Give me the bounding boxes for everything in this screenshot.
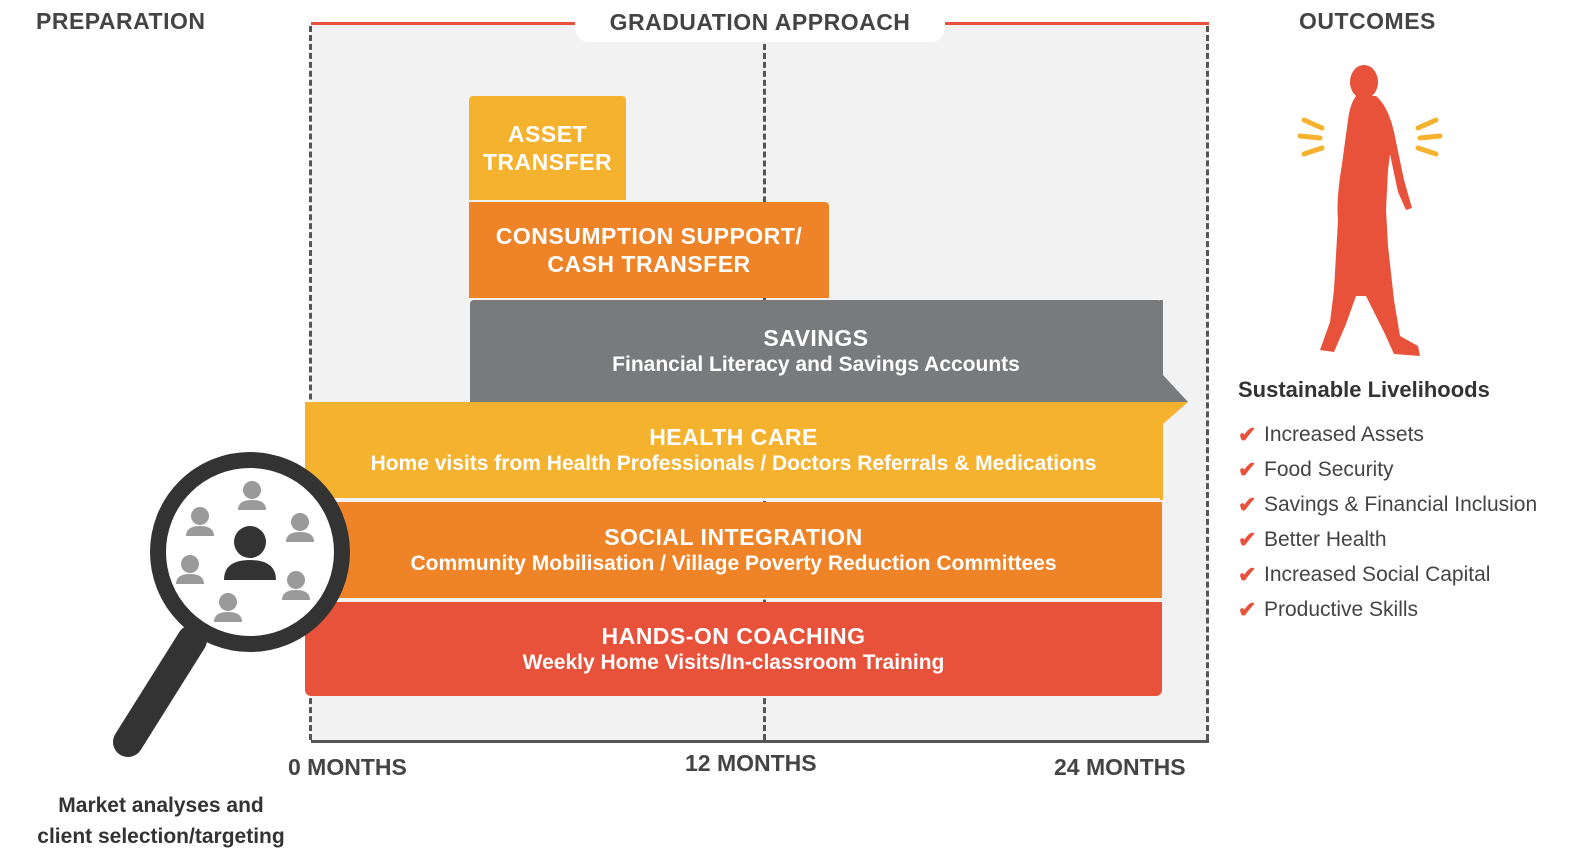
outcomes-list: ✔ Increased Assets ✔ Food Security ✔ Saving… xyxy=(1238,417,1574,627)
outcome-label: Increased Social Capital xyxy=(1264,562,1491,586)
social-integration-subtitle: Community Mobilisation / Village Poverty… xyxy=(410,552,1057,575)
health-care-title: HEALTH CARE xyxy=(649,424,818,450)
preparation-header: PREPARATION xyxy=(36,8,206,34)
checkmark-icon: ✔ xyxy=(1238,596,1257,622)
month-label-end: 24 MONTHS xyxy=(1054,754,1186,780)
header-rule-right xyxy=(944,22,1209,25)
social-integration-block: SOCIAL INTEGRATION Community Mobilisatio… xyxy=(305,502,1162,598)
month-label-start: 0 MONTHS xyxy=(288,754,407,780)
coaching-subtitle: Weekly Home Visits/In-classroom Training xyxy=(522,651,945,674)
magnifier-icon xyxy=(113,452,350,757)
consumption-support-block: CONSUMPTION SUPPORT/ CASH TRANSFER xyxy=(469,202,829,298)
outcome-item: ✔ Savings & Financial Inclusion xyxy=(1238,487,1574,522)
outcome-item: ✔ Food Security xyxy=(1238,452,1574,487)
coaching-title: HANDS-ON COACHING xyxy=(601,623,866,649)
outcome-label: Savings & Financial Inclusion xyxy=(1264,492,1538,516)
checkmark-icon: ✔ xyxy=(1238,526,1257,552)
health-care-subtitle: Home visits from Health Professionals / … xyxy=(370,452,1097,475)
graduation-header: GRADUATION APPROACH xyxy=(575,2,945,42)
savings-subtitle: Financial Literacy and Savings Accounts xyxy=(612,353,1020,376)
asset-transfer-title-line2: TRANSFER xyxy=(482,149,613,175)
header-rule-left xyxy=(311,22,579,25)
timeline-axis xyxy=(311,740,1209,743)
outcome-label: Food Security xyxy=(1264,457,1394,481)
consumption-title-line1: CONSUMPTION SUPPORT/ xyxy=(495,223,803,249)
outcome-item: ✔ Productive Skills xyxy=(1238,592,1574,627)
outcomes-header: OUTCOMES xyxy=(1299,8,1436,34)
outcomes-title: Sustainable Livelihoods xyxy=(1238,377,1490,402)
checkmark-icon: ✔ xyxy=(1238,456,1257,482)
savings-block: SAVINGS Financial Literacy and Savings A… xyxy=(470,300,1162,402)
checkmark-icon: ✔ xyxy=(1238,421,1257,447)
walking-woman-icon xyxy=(1297,65,1443,356)
preparation-caption-line1: Market analyses and xyxy=(58,794,264,817)
asset-transfer-title-line1: ASSET xyxy=(507,121,588,147)
hands-on-coaching-block: HANDS-ON COACHING Weekly Home Visits/In-… xyxy=(305,602,1162,696)
outcome-label: Increased Assets xyxy=(1264,422,1424,446)
month-label-mid: 12 MONTHS xyxy=(685,750,817,776)
savings-title: SAVINGS xyxy=(763,325,869,351)
health-arrow-tip xyxy=(1160,402,1188,500)
consumption-title-line2: CASH TRANSFER xyxy=(547,251,751,277)
outcome-label: Productive Skills xyxy=(1264,597,1419,621)
savings-arrow-tip xyxy=(1160,300,1188,402)
checkmark-icon: ✔ xyxy=(1238,561,1257,587)
outcome-label: Better Health xyxy=(1264,527,1387,551)
person-icon-group xyxy=(176,481,314,622)
person-icon-center xyxy=(224,526,276,580)
outcome-item: ✔ Increased Assets xyxy=(1238,417,1574,452)
checkmark-icon: ✔ xyxy=(1238,491,1257,517)
timeline-end-guide xyxy=(1206,26,1209,740)
outcome-item: ✔ Better Health xyxy=(1238,522,1574,557)
outcome-item: ✔ Increased Social Capital xyxy=(1238,557,1574,592)
asset-transfer-block: ASSET TRANSFER xyxy=(469,96,626,200)
preparation-caption: Market analyses and client selection/tar… xyxy=(6,790,316,852)
health-care-block: HEALTH CARE Home visits from Health Prof… xyxy=(305,402,1162,498)
social-integration-title: SOCIAL INTEGRATION xyxy=(604,524,863,550)
timeline-start-guide xyxy=(309,26,312,740)
preparation-caption-line2: client selection/targeting xyxy=(37,825,285,848)
